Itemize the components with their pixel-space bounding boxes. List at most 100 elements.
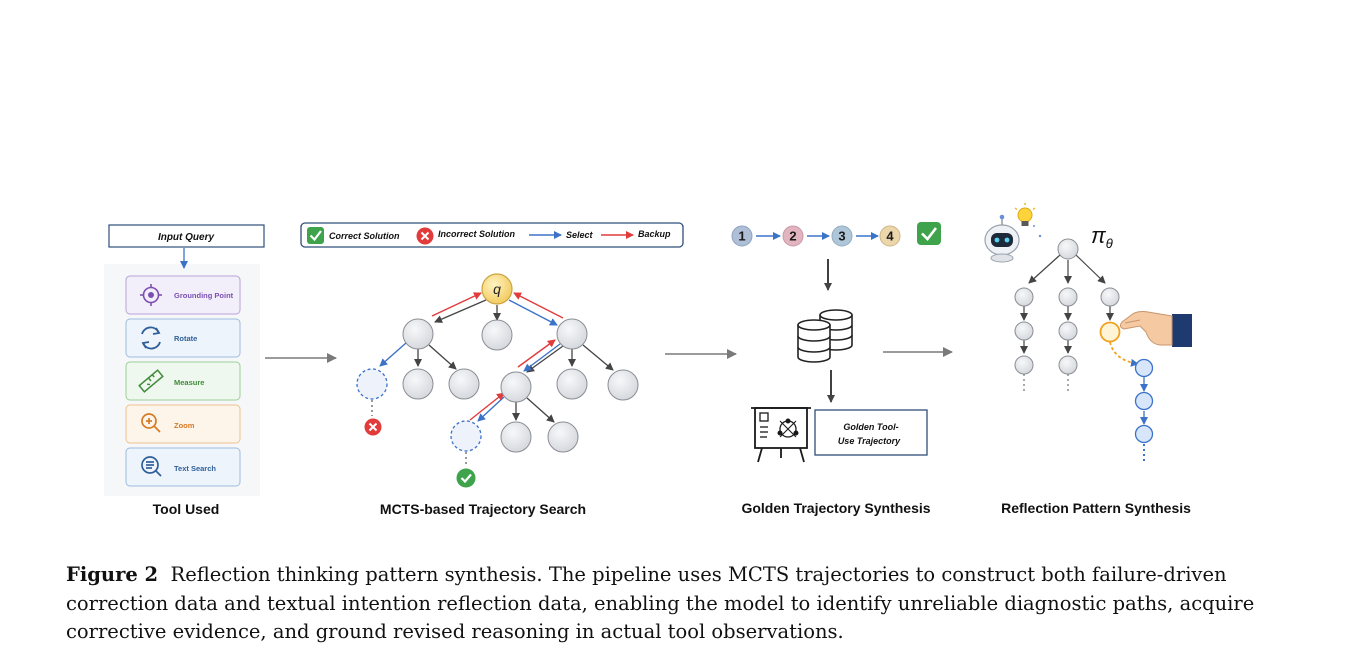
select-arrow xyxy=(523,343,561,372)
reflection-pivot-node xyxy=(1099,321,1121,343)
policy-node xyxy=(1058,287,1078,307)
tree-node xyxy=(500,371,532,403)
tool-label: Zoom xyxy=(174,421,195,430)
legend-correct-label: Correct Solution xyxy=(329,231,400,241)
legend: Correct Solution Incorrect Solution Sele… xyxy=(300,222,684,248)
tree-edge xyxy=(526,397,555,423)
explored-node-dashed xyxy=(450,420,482,452)
tool-card xyxy=(125,404,241,444)
figure-caption-label: Figure 2 xyxy=(66,563,159,586)
reflection-node xyxy=(1134,391,1154,411)
mcts-title: MCTS-based Trajectory Search xyxy=(380,501,586,517)
policy-node xyxy=(1014,355,1034,375)
figure-caption-text: Reflection thinking pattern synthesis. T… xyxy=(66,563,1255,643)
step-circle xyxy=(879,225,901,247)
tree-node xyxy=(448,368,480,400)
tool-label: Text Search xyxy=(174,464,216,473)
policy-node xyxy=(1100,287,1120,307)
tool-card xyxy=(125,361,241,401)
crosshair-icon xyxy=(140,284,162,306)
explored-node-dashed xyxy=(356,368,388,400)
tool-label: Rotate xyxy=(174,334,197,343)
tool-rotate: Rotate xyxy=(125,318,241,358)
backup-arrow xyxy=(469,392,505,421)
input-query-box xyxy=(108,224,265,248)
ruler-icon xyxy=(138,369,164,393)
tree-node xyxy=(556,368,588,400)
presentation-board-icon xyxy=(751,407,811,463)
backup-arrow xyxy=(431,292,482,317)
legend-backup-label: Backup xyxy=(638,229,671,239)
mcts-tree: q MCTS-based Trajectory Search xyxy=(356,273,639,517)
check-icon xyxy=(307,227,324,244)
legend-select-label: Select xyxy=(566,230,594,240)
policy-edge xyxy=(1028,254,1061,284)
golden-box-line1: Golden Tool- xyxy=(843,422,898,432)
root-node-label: q xyxy=(493,281,501,297)
backup-arrow xyxy=(517,339,556,368)
step-label: 4 xyxy=(886,229,894,244)
reflection-node xyxy=(1134,358,1154,378)
tree-edge xyxy=(582,344,614,371)
root-node xyxy=(481,273,513,305)
select-arrow xyxy=(379,342,407,367)
reflection-node xyxy=(1134,424,1154,444)
text-search-icon xyxy=(141,456,162,477)
golden-title: Golden Trajectory Synthesis xyxy=(741,500,930,516)
reflection-pattern: πθ xyxy=(984,203,1192,516)
policy-node xyxy=(1014,321,1034,341)
rotate-icon xyxy=(141,326,161,350)
backup-arrow xyxy=(513,292,564,319)
input-query-label: Input Query xyxy=(158,232,215,243)
tree-node xyxy=(402,368,434,400)
tool-grounding-point: Grounding Point xyxy=(125,275,241,315)
policy-node xyxy=(1014,287,1034,307)
tree-node xyxy=(547,421,579,453)
step-label: 2 xyxy=(789,229,796,244)
legend-incorrect-label: Incorrect Solution xyxy=(438,229,516,239)
zoom-icon xyxy=(141,413,161,433)
tool-label: Grounding Point xyxy=(174,291,234,300)
step-label: 3 xyxy=(838,229,845,244)
step-circle xyxy=(731,225,753,247)
tool-card xyxy=(125,275,241,315)
tool-used-title: Tool Used xyxy=(153,501,220,517)
robot-icon xyxy=(984,214,1020,263)
lightbulb-icon xyxy=(1014,203,1042,238)
tool-label: Measure xyxy=(174,378,204,387)
tree-edge xyxy=(434,299,487,323)
tree-edge xyxy=(428,344,457,370)
tree-node xyxy=(556,318,588,350)
tree-node xyxy=(607,369,639,401)
policy-node xyxy=(1058,355,1078,375)
select-arrow xyxy=(477,396,505,422)
policy-node xyxy=(1058,321,1078,341)
golden-trajectory: 1 2 3 4 xyxy=(731,222,941,516)
cross-icon xyxy=(416,227,434,245)
step-circle xyxy=(782,225,804,247)
tree-node xyxy=(402,318,434,350)
figure-caption: Figure 2 Reflection thinking pattern syn… xyxy=(66,561,1292,647)
database-icon xyxy=(797,309,853,363)
tool-used-panel: Input Query Grounding Point Rotate xyxy=(104,224,265,517)
step-label: 1 xyxy=(738,229,745,244)
policy-root-node xyxy=(1057,238,1079,260)
reflection-title: Reflection Pattern Synthesis xyxy=(1001,500,1191,516)
correct-terminal-icon xyxy=(456,468,476,488)
step-chain: 1 2 3 4 xyxy=(731,222,941,247)
golden-box-line2: Use Trajectory xyxy=(838,436,901,446)
tree-node xyxy=(500,421,532,453)
tool-measure: Measure xyxy=(125,361,241,401)
hand-icon xyxy=(1119,311,1192,347)
tool-text-search: Text Search xyxy=(125,447,241,487)
reflection-branch-arrow xyxy=(1109,341,1139,367)
tree-edge xyxy=(526,345,564,373)
select-arrow xyxy=(508,299,558,326)
tree-node xyxy=(481,319,513,351)
policy-edge xyxy=(1075,254,1106,284)
golden-trajectory-box xyxy=(814,409,928,456)
tool-zoom: Zoom xyxy=(125,404,241,444)
legend-box xyxy=(300,222,684,248)
check-icon xyxy=(917,222,941,245)
